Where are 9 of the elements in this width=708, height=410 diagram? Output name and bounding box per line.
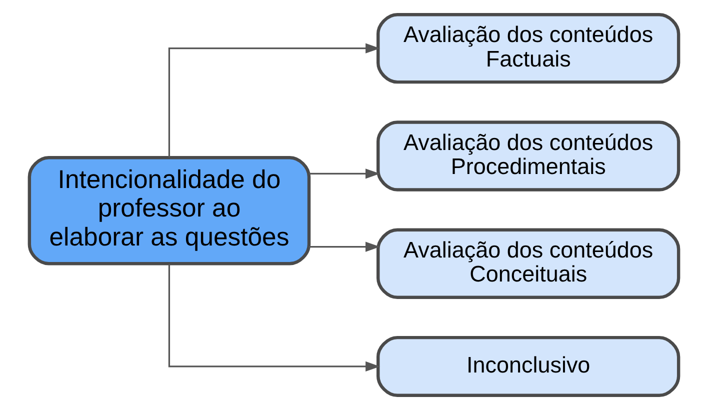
node-box: Avaliação dos conteúdos Conceituais bbox=[376, 228, 680, 299]
node-box: Avaliação dos conteúdos Procedimentais bbox=[376, 120, 680, 192]
node-box: Intencionalidade do professor ao elaborar as questões bbox=[28, 156, 311, 266]
arrow bbox=[168, 264, 380, 372]
arrow bbox=[309, 242, 380, 252]
node-box: Avaliação dos conteúdos Factuais bbox=[376, 12, 680, 84]
arrow bbox=[309, 168, 380, 179]
arrow bbox=[168, 43, 380, 158]
node-box: Inconclusivo bbox=[376, 336, 680, 398]
